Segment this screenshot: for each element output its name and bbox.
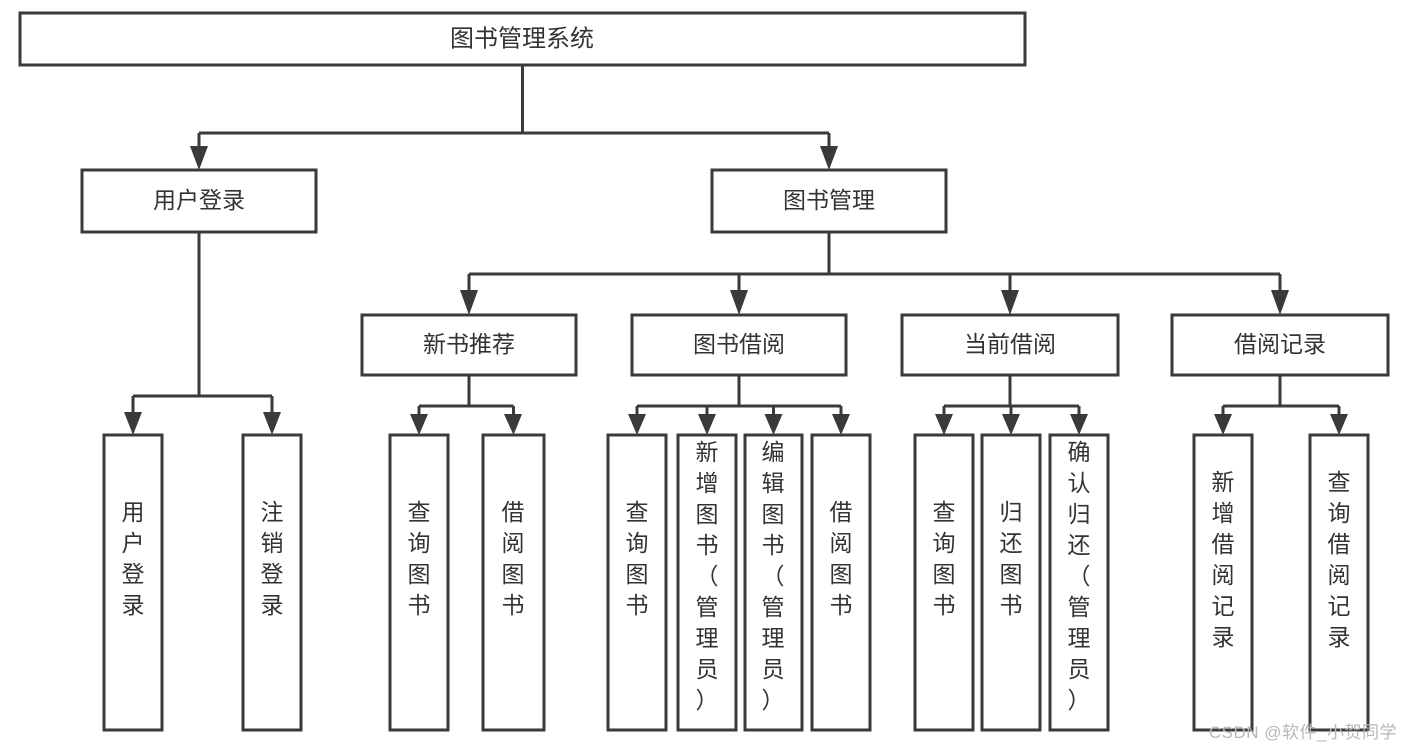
arrowhead-leaf-edit-book [764, 414, 783, 435]
arrowhead-leaf-add-record [1214, 414, 1232, 435]
current-borrow-label: 当前借阅 [964, 331, 1056, 357]
root-box [18, 11, 1027, 67]
node-user-login[interactable]: 用户登录 [80, 168, 318, 234]
new-book-recommend-box [360, 313, 578, 377]
node-current-borrow[interactable]: 当前借阅 [900, 313, 1120, 377]
leaf-box [676, 433, 738, 732]
connector-root-to-level1 [197, 65, 831, 148]
leaf-label: 借阅图书 [830, 499, 853, 618]
leaf-label: 确认归还（管理员） [1068, 439, 1091, 713]
new-book-recommend-label: 新书推荐 [423, 331, 515, 357]
leaf-box [1308, 433, 1370, 732]
book-management-label: 图书管理 [783, 187, 875, 213]
user-login-box [80, 168, 318, 234]
leaf-box [481, 433, 546, 732]
node-root-system[interactable]: 图书管理系统 [18, 11, 1027, 67]
arrowhead-leaf-user-login [124, 412, 142, 435]
arrowhead-to-new-book-rec [460, 290, 478, 315]
borrow-record-label: 借阅记录 [1234, 331, 1326, 357]
arrowhead-to-current-borrow [1001, 290, 1019, 315]
node-leaf-add-borrow-record[interactable]: 新增借阅记录 [1192, 433, 1254, 732]
node-leaf-user-login[interactable]: 用户登录 [102, 433, 164, 732]
arrowhead-to-borrow-record [1271, 290, 1289, 315]
node-borrow-record[interactable]: 借阅记录 [1170, 313, 1390, 377]
node-leaf-edit-book-admin[interactable]: 编辑图书（管理员） [743, 433, 804, 732]
leaf-box [388, 433, 450, 732]
connector-bookmgmt-to-level2 [467, 232, 1282, 292]
node-leaf-borrow-book-borrow[interactable]: 借阅图书 [810, 433, 872, 732]
leaf-label: 新增图书（管理员） [696, 439, 719, 713]
leaf-label: 归还图书 [1000, 499, 1023, 618]
leaf-box [1048, 433, 1110, 732]
arrowhead-leaf-query-book-3 [935, 414, 953, 435]
book-borrow-label: 图书借阅 [693, 331, 785, 357]
leaf-box [606, 433, 668, 732]
node-leaf-query-book-borrow[interactable]: 查询图书 [606, 433, 668, 732]
leaf-label: 用户登录 [122, 499, 145, 618]
node-leaf-query-borrow-record[interactable]: 查询借阅记录 [1308, 433, 1370, 732]
node-leaf-add-book-admin[interactable]: 新增图书（管理员） [676, 433, 738, 732]
node-book-management[interactable]: 图书管理 [710, 168, 948, 234]
leaf-box [980, 433, 1042, 732]
node-book-borrow[interactable]: 图书借阅 [630, 313, 848, 377]
leaf-layer: 用户登录 注销登录 查询图书 借阅图书 查询图书 新增图书（管理员） 编辑图书（… [102, 433, 1370, 732]
connector-borrowrecord-to-leaves [1221, 375, 1341, 416]
arrowhead-leaf-query-book-1 [410, 414, 428, 435]
arrowhead-leaf-borrow-book-1 [504, 414, 522, 435]
arrowhead-leaf-return-book [1002, 414, 1020, 435]
node-leaf-borrow-book-newbook[interactable]: 借阅图书 [481, 433, 546, 732]
user-login-label: 用户登录 [153, 187, 245, 213]
arrowhead-to-user-login [190, 146, 208, 170]
leaf-label: 注销登录 [261, 499, 284, 618]
arrowhead-leaf-confirm-return [1070, 414, 1088, 435]
arrowhead-leaf-borrow-book-2 [832, 414, 850, 435]
leaf-box [743, 433, 804, 732]
connector-userlogin-to-leaves [131, 232, 274, 414]
leaf-box [241, 433, 303, 732]
root-label: 图书管理系统 [450, 25, 594, 52]
node-leaf-logout[interactable]: 注销登录 [241, 433, 303, 732]
node-leaf-confirm-return-admin[interactable]: 确认归还（管理员） [1048, 433, 1110, 732]
leaf-label: 新增借阅记录 [1212, 469, 1235, 650]
current-borrow-box [900, 313, 1120, 377]
connector-layer [124, 65, 1348, 435]
connector-currentborrow-to-leaves [942, 375, 1081, 416]
leaf-box [1192, 433, 1254, 732]
node-leaf-return-book[interactable]: 归还图书 [980, 433, 1042, 732]
arrowhead-leaf-logout [263, 412, 281, 435]
node-leaf-query-book-current[interactable]: 查询图书 [913, 433, 975, 732]
node-new-book-recommend[interactable]: 新书推荐 [360, 313, 578, 377]
leaf-box [913, 433, 975, 732]
leaf-label: 查询图书 [408, 499, 431, 618]
book-borrow-box [630, 313, 848, 377]
borrow-record-box [1170, 313, 1390, 377]
leaf-box [102, 433, 164, 732]
arrowhead-leaf-add-book [698, 414, 716, 435]
arrowhead-leaf-query-record [1330, 414, 1348, 435]
leaf-box [810, 433, 872, 732]
leaf-label: 借阅图书 [502, 499, 525, 618]
connector-bookborrow-to-leaves [635, 375, 843, 416]
arrowhead-to-book-borrow [730, 290, 748, 315]
arrowhead-leaf-query-book-2 [628, 414, 646, 435]
book-management-box [710, 168, 948, 234]
leaf-label: 查询借阅记录 [1328, 469, 1351, 650]
leaf-label: 查询图书 [626, 499, 649, 618]
arrowhead-to-book-mgmt [820, 146, 838, 170]
leaf-label: 查询图书 [933, 499, 956, 618]
node-leaf-query-book-newbook[interactable]: 查询图书 [388, 433, 450, 732]
leaf-label: 编辑图书（管理员） [762, 439, 785, 713]
connector-newbook-to-leaves [417, 375, 515, 416]
